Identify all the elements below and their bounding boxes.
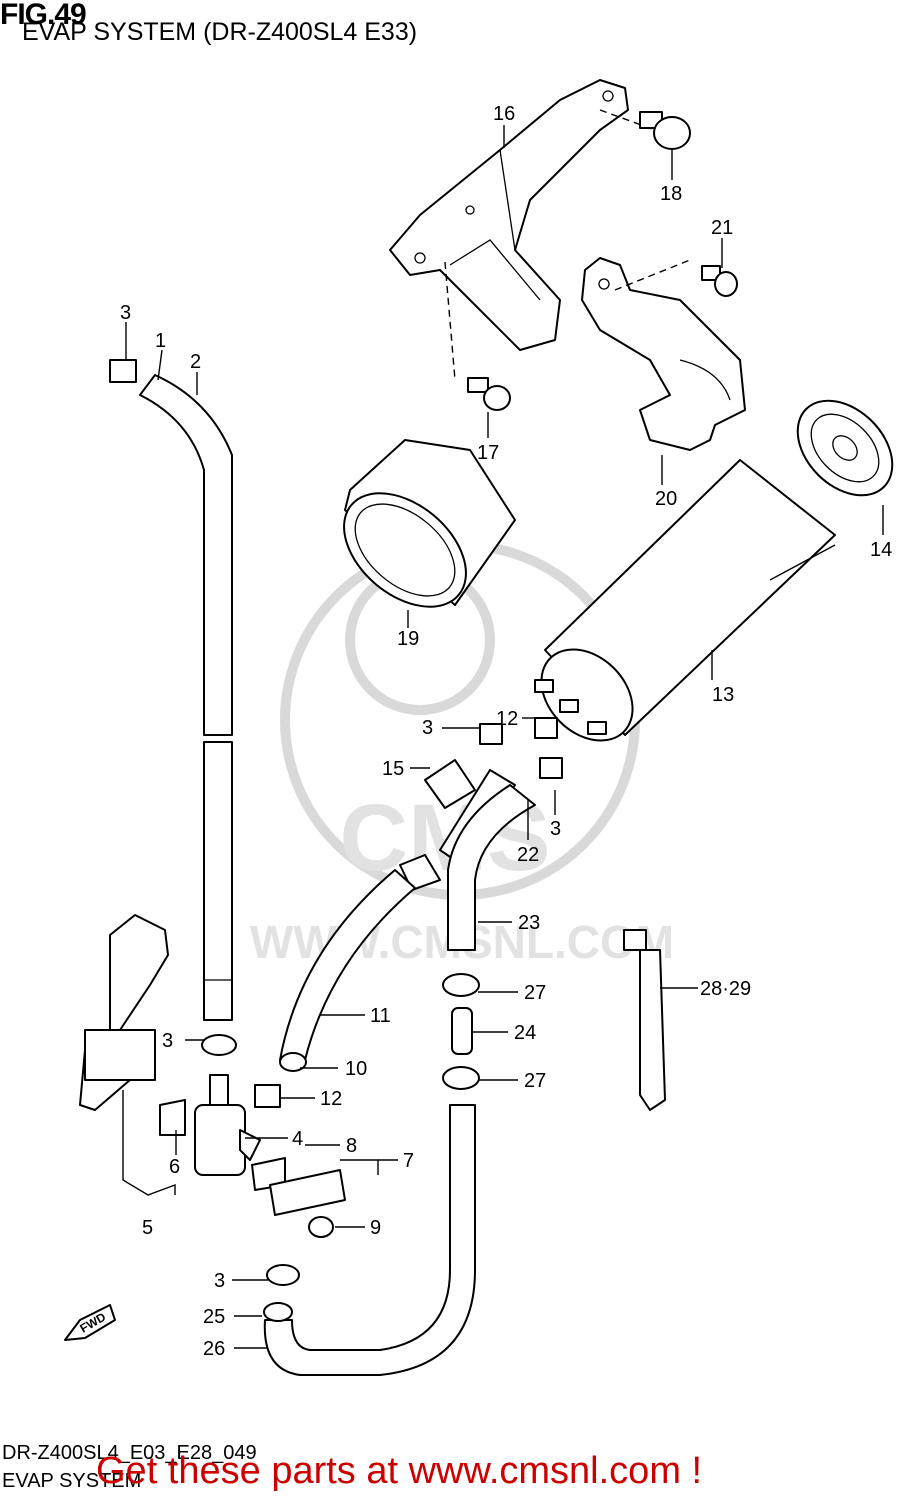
part-12-clamp-lower xyxy=(254,1084,281,1108)
diagram-code: DR-Z400SL4_E03_E28_049 xyxy=(2,1442,257,1464)
part-26-hose xyxy=(263,1104,476,1376)
part-11-hose xyxy=(279,869,416,1072)
callout-13: 13 xyxy=(712,684,734,706)
part-23-hose xyxy=(447,784,536,951)
part-18-bolt xyxy=(639,111,691,150)
callout-23: 23 xyxy=(518,912,540,934)
part-14-cap xyxy=(796,399,894,497)
callout-18: 18 xyxy=(660,183,682,205)
part-3-clamp-a xyxy=(479,723,503,745)
callout-28-29: 28·29 xyxy=(700,978,751,1000)
callout-4: 4 xyxy=(292,1128,303,1150)
callout-12-b: 12 xyxy=(320,1088,342,1110)
figure-subtitle: EVAP SYSTEM (DR-Z400SL4 E33) xyxy=(22,18,418,46)
part-4-valve xyxy=(194,1074,261,1176)
callout-12-a: 12 xyxy=(496,708,518,730)
callout-5: 5 xyxy=(142,1217,153,1239)
callout-9: 9 xyxy=(370,1217,381,1239)
part-5-bracket xyxy=(79,914,169,1111)
part-19-canister-cover xyxy=(343,439,516,608)
part-15-plug xyxy=(424,759,476,809)
callout-27-b: 27 xyxy=(524,1070,546,1092)
callout-11: 11 xyxy=(370,1005,391,1027)
callout-21: 21 xyxy=(711,217,733,239)
callout-7: 7 xyxy=(403,1150,414,1172)
callout-22: 22 xyxy=(517,844,539,866)
callout-15: 15 xyxy=(382,758,404,780)
promo-link[interactable]: Get these parts at www.cmsnl.com ! xyxy=(96,1450,703,1492)
part-27-clamp-lower xyxy=(442,1066,480,1090)
callout-27-a: 27 xyxy=(524,982,546,1004)
part-7-clamp xyxy=(269,1169,346,1216)
callout-25: 25 xyxy=(203,1306,225,1328)
callout-3-c: 3 xyxy=(550,818,561,840)
part-21-bolt xyxy=(701,265,738,297)
callout-24: 24 xyxy=(514,1022,536,1044)
callout-3-b: 3 xyxy=(422,717,433,739)
callout-2: 2 xyxy=(190,351,201,373)
callout-3-a: 3 xyxy=(120,302,131,324)
part-6-holder xyxy=(159,1099,186,1136)
callout-16: 16 xyxy=(493,103,515,125)
callout-3-d: 3 xyxy=(162,1030,173,1052)
callout-8: 8 xyxy=(346,1135,357,1157)
callout-6: 6 xyxy=(169,1156,180,1178)
callout-10: 10 xyxy=(345,1058,367,1080)
callout-14: 14 xyxy=(870,539,892,561)
leader-lines xyxy=(122,125,884,1349)
callout-17: 17 xyxy=(477,442,499,464)
callout-3-e: 3 xyxy=(214,1270,225,1292)
part-24-fitting xyxy=(451,1007,473,1055)
callout-19: 19 xyxy=(397,628,419,650)
part-13-canister xyxy=(534,459,836,742)
part-16-bracket xyxy=(389,79,629,351)
callout-26: 26 xyxy=(203,1338,225,1360)
diagram-name: EVAP SYSTEM xyxy=(2,1470,142,1492)
part-12-clamp-upper xyxy=(534,717,558,739)
callout-1: 1 xyxy=(155,330,166,352)
part-27-clamp-upper xyxy=(442,973,480,997)
part-3-clamp-e xyxy=(266,1264,300,1286)
callout-20: 20 xyxy=(655,488,677,510)
part-17-bolt xyxy=(467,377,511,411)
fwd-arrow-icon: FWD xyxy=(64,1304,116,1341)
part-2-pipe xyxy=(139,374,233,1021)
part-3-clamp-b xyxy=(539,757,563,779)
part-9-screw xyxy=(308,1216,334,1238)
figure-number: FIG.49 xyxy=(0,0,87,31)
part-3-clamp-c xyxy=(109,359,137,383)
part-20-bracket xyxy=(581,257,746,451)
callout-labels: 1 2 3 16 18 21 17 20 14 19 13 3 12 15 3 … xyxy=(120,103,892,1360)
part-28-29-tie xyxy=(623,929,666,1111)
part-3-clamp-d xyxy=(201,1034,237,1056)
